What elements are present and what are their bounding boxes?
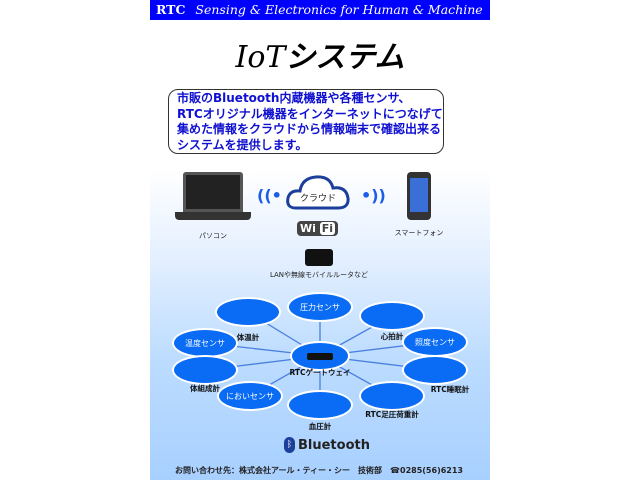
bluetooth-text: Bluetooth xyxy=(298,437,370,453)
laptop-base xyxy=(175,212,251,220)
tagline: Sensing & Electronics for Human & Machin… xyxy=(195,2,483,17)
node-pressure-sensor: 圧力センサ xyxy=(287,292,353,322)
node-label: 照度センサ xyxy=(415,337,455,347)
phone-label: スマートフォン xyxy=(394,229,444,237)
bp-label: 血圧計 xyxy=(308,422,332,431)
title-latin: IoT xyxy=(235,40,286,75)
title-jp: システム xyxy=(285,40,405,75)
wifi-text: Wi xyxy=(300,222,316,235)
node-blood-pressure xyxy=(287,390,353,420)
thermometer-label: 体温計 xyxy=(236,333,260,342)
header-bar: RTC Sensing & Electronics for Human & Mac… xyxy=(150,0,490,20)
wifi-text: Fi xyxy=(319,222,336,235)
node-foot-pressure xyxy=(359,381,425,411)
sleep-label: RTC睡眠計 xyxy=(430,385,470,394)
node-sleep xyxy=(402,355,468,385)
bluetooth-icon: ᛒ xyxy=(284,437,295,453)
gateway-label: RTCゲートウェイ xyxy=(289,368,351,377)
body-label: 体組成計 xyxy=(190,384,220,393)
router-icon xyxy=(307,352,333,360)
intro-line: システムを提供します。 xyxy=(177,137,308,152)
laptop-icon xyxy=(183,172,243,212)
intro-box: 市販のBluetooth内蔵機器や各種センサ、 RTCオリジナル機器をインターネ… xyxy=(168,89,444,154)
node-label: 温度センサ xyxy=(185,338,225,348)
smartphone-icon xyxy=(407,172,431,220)
cloud-label: クラウド xyxy=(299,194,337,204)
node-thermometer xyxy=(215,297,281,327)
node-body-composition xyxy=(172,355,238,385)
wireless-left-icon: ((• xyxy=(257,186,282,205)
foot-label: RTC足圧荷重計 xyxy=(365,410,419,419)
intro-line: 市販のBluetooth内蔵機器や各種センサ、 xyxy=(177,91,411,105)
node-temp-sensor: 温度センサ xyxy=(172,328,238,358)
wifi-logo: Wi Fi xyxy=(297,221,339,236)
bluetooth-logo: ᛒ Bluetooth xyxy=(284,437,370,453)
node-label: 圧力センサ xyxy=(300,302,340,312)
contact-footer: お問い合わせ先：株式会社アール・ティー・シー 技術部 ☎0285(56)6213 xyxy=(175,466,463,475)
node-odor-sensor: においセンサ xyxy=(217,381,283,411)
intro-line: RTCオリジナル機器をインターネットにつなげて xyxy=(177,106,443,121)
pc-label: パソコン xyxy=(199,232,227,240)
heart-label: 心拍計 xyxy=(380,332,404,341)
page-title: IoTシステム xyxy=(150,38,490,78)
router-label: LANや無線モバイルルータなど xyxy=(269,271,369,279)
cloud-icon xyxy=(286,175,350,210)
node-gateway xyxy=(290,341,350,371)
wireless-right-icon: •)) xyxy=(361,186,386,205)
router-icon xyxy=(305,249,333,266)
brand: RTC xyxy=(156,2,186,17)
node-label: においセンサ xyxy=(226,391,274,401)
node-lux-sensor: 照度センサ xyxy=(402,327,468,357)
intro-line: 集めた情報をクラウドから情報端末で確認出来る xyxy=(177,122,442,136)
node-heart-rate xyxy=(359,301,425,331)
